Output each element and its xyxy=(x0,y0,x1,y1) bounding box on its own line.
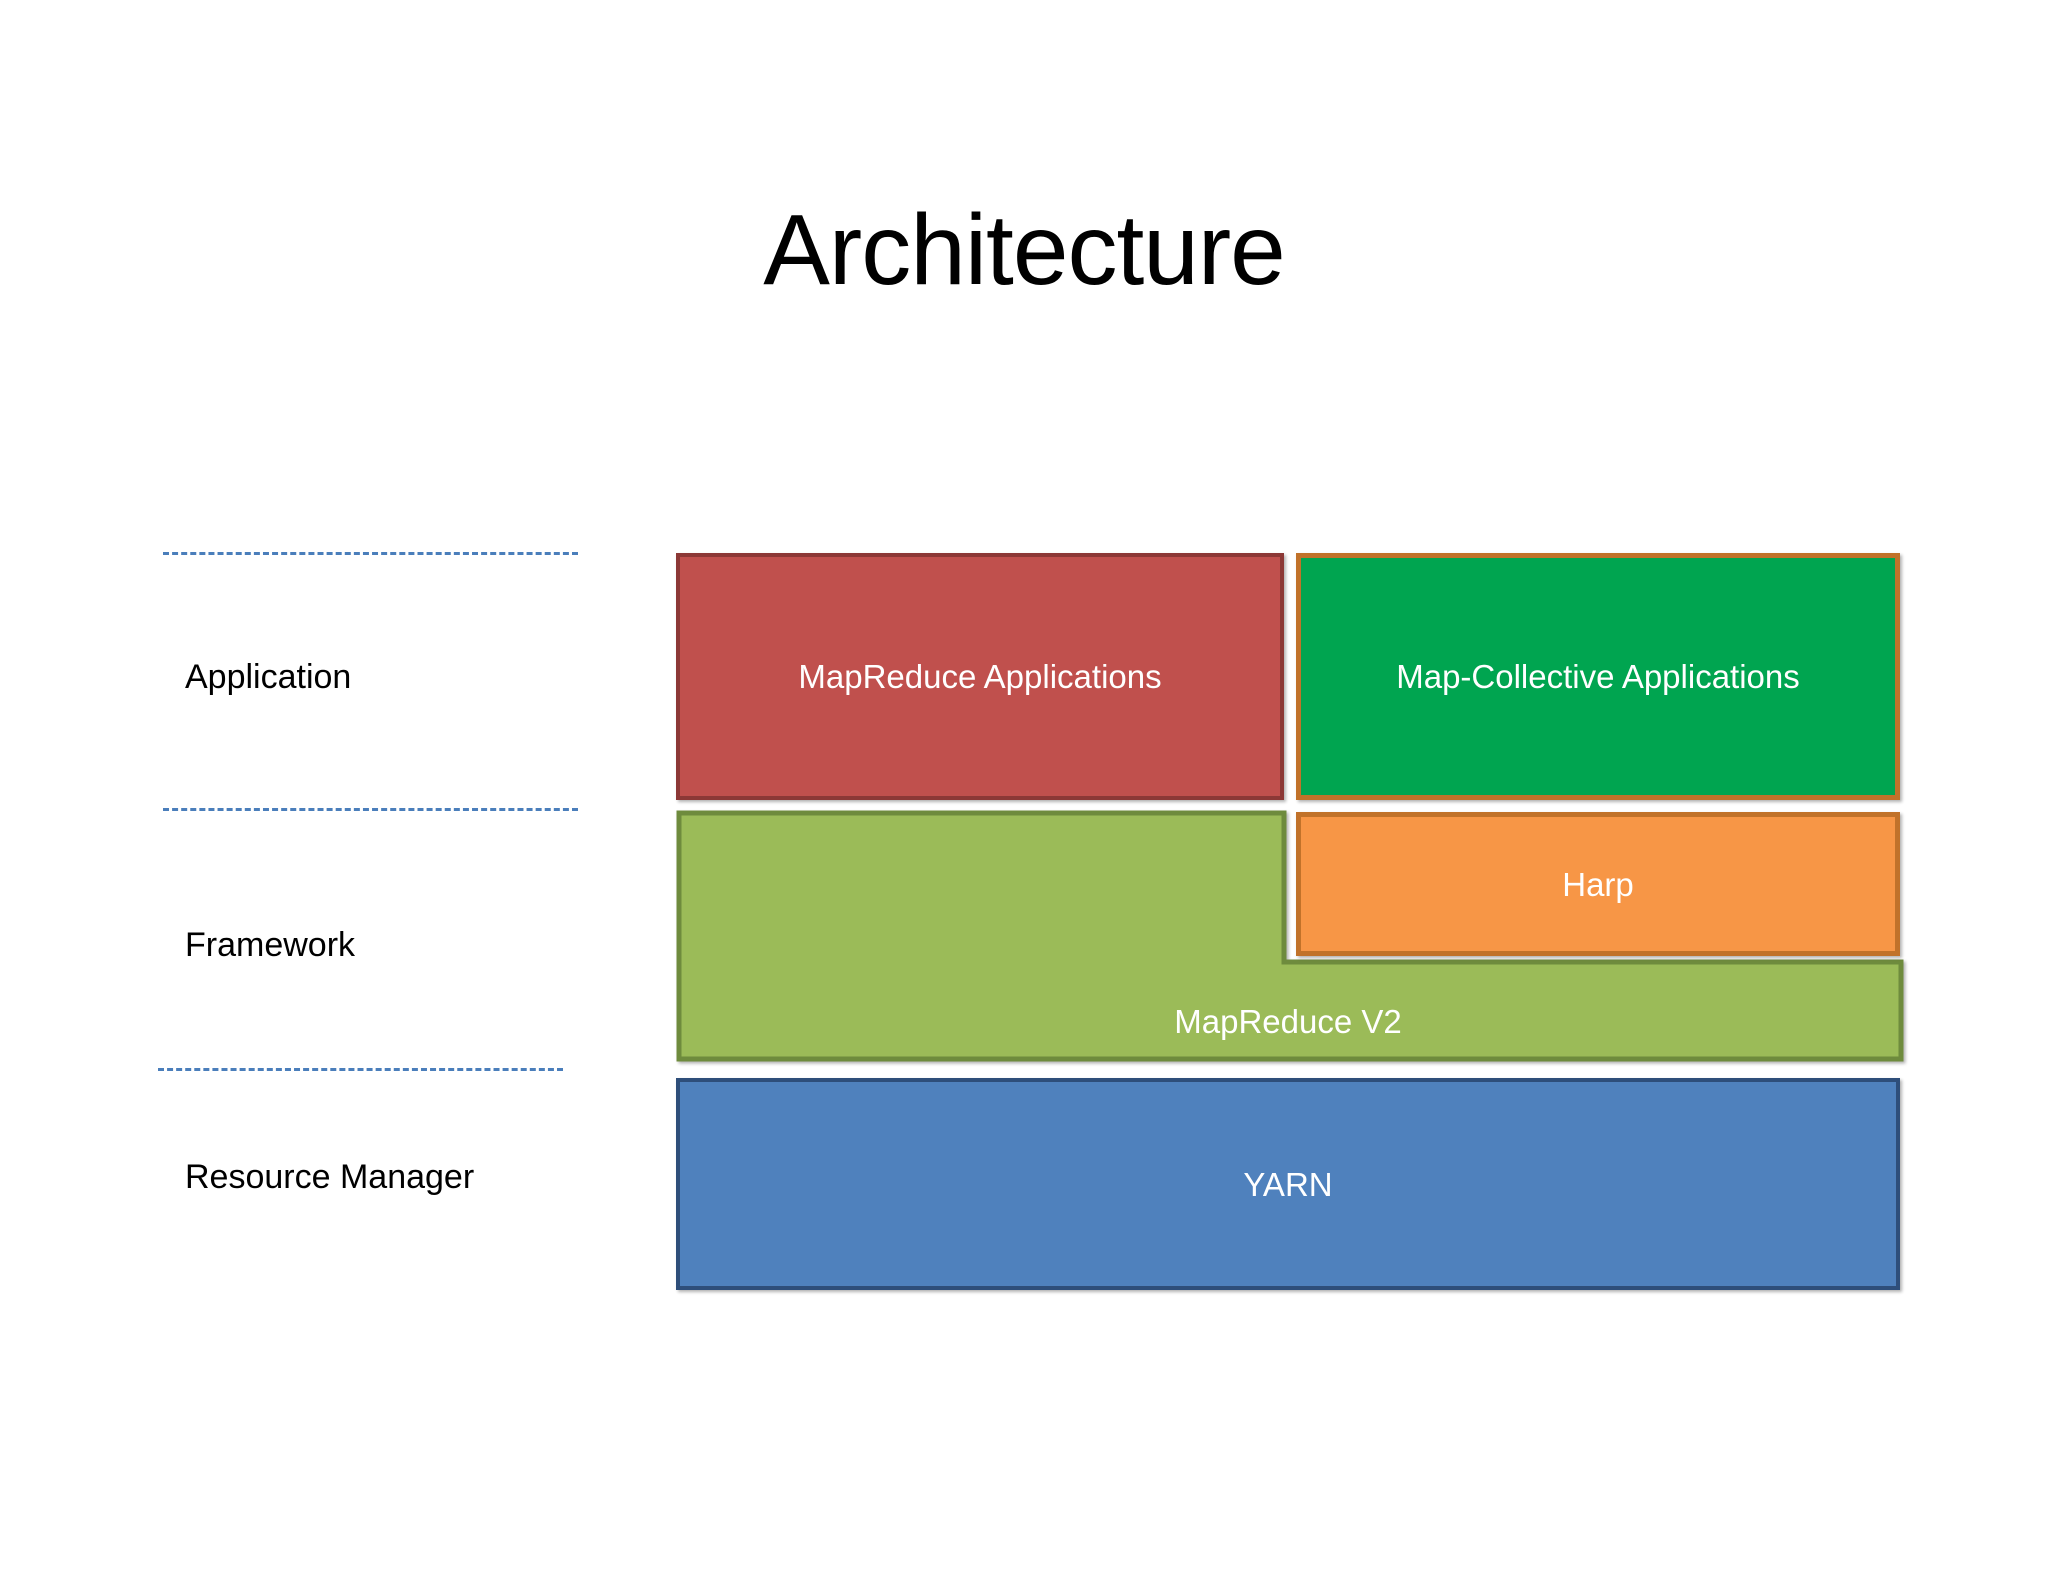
block-mapreduce-applications-label: MapReduce Applications xyxy=(798,658,1162,695)
tier-divider-framework-top xyxy=(163,808,578,811)
block-harp[interactable]: Harp xyxy=(1296,812,1900,956)
tier-label-framework: Framework xyxy=(185,926,356,964)
page-title: Architecture xyxy=(763,194,1286,306)
mapreduce-v2-path xyxy=(676,810,1904,1062)
block-mapreduce-applications[interactable]: MapReduce Applications xyxy=(676,553,1284,800)
block-mapreduce-v2[interactable]: MapReduce V2 xyxy=(676,810,1904,1062)
tier-label-application: Application xyxy=(185,658,352,696)
tier-divider-resource-manager-top xyxy=(158,1068,563,1071)
block-mapreduce-v2-label: MapReduce V2 xyxy=(1174,1003,1402,1040)
block-yarn-label: YARN xyxy=(1243,1165,1333,1203)
block-harp-label: Harp xyxy=(1562,865,1634,903)
tier-label-resource-manager: Resource Manager xyxy=(185,1158,475,1196)
block-yarn[interactable]: YARN xyxy=(676,1078,1900,1290)
tier-divider-application-top xyxy=(163,552,578,555)
mapreduce-v2-shape xyxy=(676,810,1904,1062)
block-map-collective-applications-label: Map-Collective Applications xyxy=(1396,658,1800,695)
block-map-collective-applications[interactable]: Map-Collective Applications xyxy=(1296,553,1900,800)
